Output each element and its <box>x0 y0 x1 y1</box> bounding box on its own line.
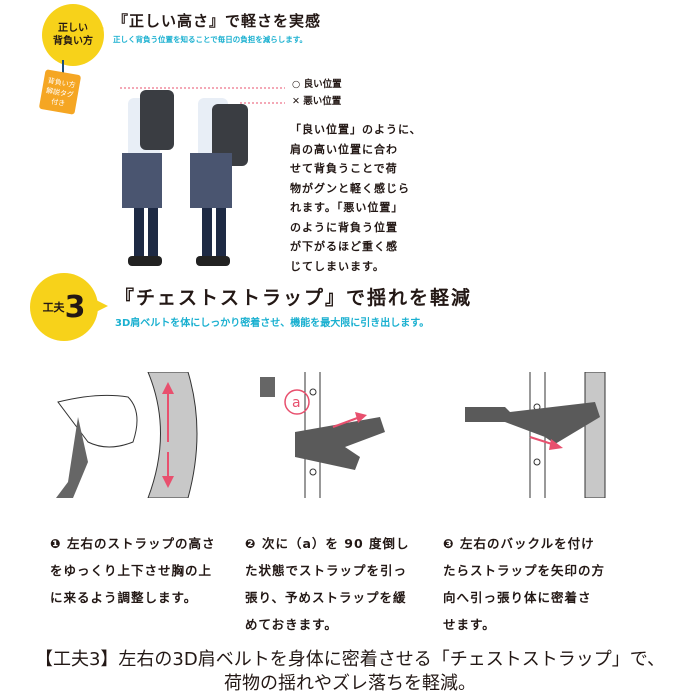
step-1-illustration <box>56 372 198 498</box>
badge-pointer <box>96 300 108 312</box>
step-number-icon: ❶ <box>50 536 62 551</box>
caption-line: ❶ 左右のストラップの高さ <box>50 530 235 557</box>
step-2-caption: ❷ 次に（a）を 90 度倒し た状態でストラップを引っ 張り、予めストラップを… <box>245 530 430 638</box>
badge-pointer <box>92 22 104 34</box>
badge-label: 工夫 <box>42 301 65 314</box>
step-number-icon: ❸ <box>443 536 455 551</box>
tag-string <box>62 60 64 76</box>
badge-text: 正しい 背負い方 <box>53 23 93 47</box>
strap-subtitle: 3D肩ベルトを体にしっかり密着させ、機能を最大限に引き出します。 <box>115 318 430 329</box>
footer-text: 【工夫3】左右の3D肩ベルトを身体に密着させる「チェストストラップ」で、 荷物の… <box>0 648 700 696</box>
position-legend: ○ 良い位置 ✕ 悪い位置 <box>292 76 342 110</box>
caption-line: ❷ 次に（a）を 90 度倒し <box>245 530 430 557</box>
cross-icon: ✕ <box>292 96 300 107</box>
tag-text: 背負い方 解説タグ 付き <box>45 76 77 108</box>
instruction-tag: 背負い方 解説タグ 付き <box>38 69 82 115</box>
description-line: が下がるほど重く感 <box>290 240 398 253</box>
caption-line: 張り、予めストラップを緩 <box>245 590 407 605</box>
description-line: じてしまいます。 <box>290 259 385 273</box>
section-subtitle: 正しく背負う位置を知ることで毎日の負担を減らします。 <box>113 35 308 44</box>
caption-line: をゆっくり上下させ胸の上 <box>50 563 213 578</box>
legend-bad: ✕ 悪い位置 <box>292 93 342 110</box>
description-line: れます。「悪い位置」 <box>290 201 404 214</box>
footer-line-1: 【工夫3】左右の3D肩ベルトを身体に密着させる「チェストストラップ」で、 <box>34 649 666 670</box>
caption-line: めておきます。 <box>245 617 338 632</box>
legend-good-label: 良い位置 <box>303 79 342 90</box>
student-right <box>190 98 248 266</box>
caption-line: ❸ 左右のバックルを付け <box>443 530 628 557</box>
caption-line: に来るよう調整します。 <box>50 590 198 605</box>
description: 「良い位置」のように、 肩の高い位置に合わ せて背負うことで荷 物がグンと軽く感… <box>290 120 422 276</box>
description-line: のように背負う位置 <box>290 220 398 234</box>
caption-line: 向へ引っ張り体に密着さ <box>443 590 592 605</box>
section-title: 『正しい高さ』で軽さを実感 <box>113 12 322 30</box>
students-photo <box>120 87 285 266</box>
description-line: 肩の高い位置に合わ <box>290 142 398 156</box>
footer-line-2: 荷物の揺れやズレ落ちを軽減。 <box>224 673 476 694</box>
correct-wearing-badge: 正しい 背負い方 <box>42 4 104 66</box>
student-left <box>122 90 174 266</box>
description-line: 「良い位置」のように、 <box>290 123 422 136</box>
caption-line: た状態でストラップを引っ <box>245 563 408 578</box>
circle-icon: ○ <box>292 79 301 90</box>
caption-line: せます。 <box>443 617 496 632</box>
caption-text: 左右のバックルを付け <box>459 536 595 551</box>
legend-bad-label: 悪い位置 <box>303 96 342 107</box>
label-a: a <box>292 395 301 411</box>
caption-text: 左右のストラップの高さ <box>66 536 216 551</box>
description-line: せて背負うことで荷 <box>290 162 398 175</box>
badge-number: 3 <box>64 289 86 325</box>
description-line: 物がグンと軽く感じら <box>290 181 410 195</box>
step-3-illustration <box>465 372 606 498</box>
step-3-caption: ❸ 左右のバックルを付け たらストラップを矢印の方 向へ引っ張り体に密着さ せま… <box>443 530 628 638</box>
step-number-icon: ❷ <box>245 536 257 551</box>
step-1-caption: ❶ 左右のストラップの高さ をゆっくり上下させ胸の上 に来るよう調整します。 <box>50 530 235 611</box>
caption-line: たらストラップを矢印の方 <box>443 563 606 578</box>
strap-title: 『チェストストラップ』で揺れを軽減 <box>115 287 473 309</box>
legend-good: ○ 良い位置 <box>292 76 342 93</box>
caption-text: 次に（a）を 90 度倒し <box>261 536 410 551</box>
step-2-illustration: a <box>260 372 385 498</box>
